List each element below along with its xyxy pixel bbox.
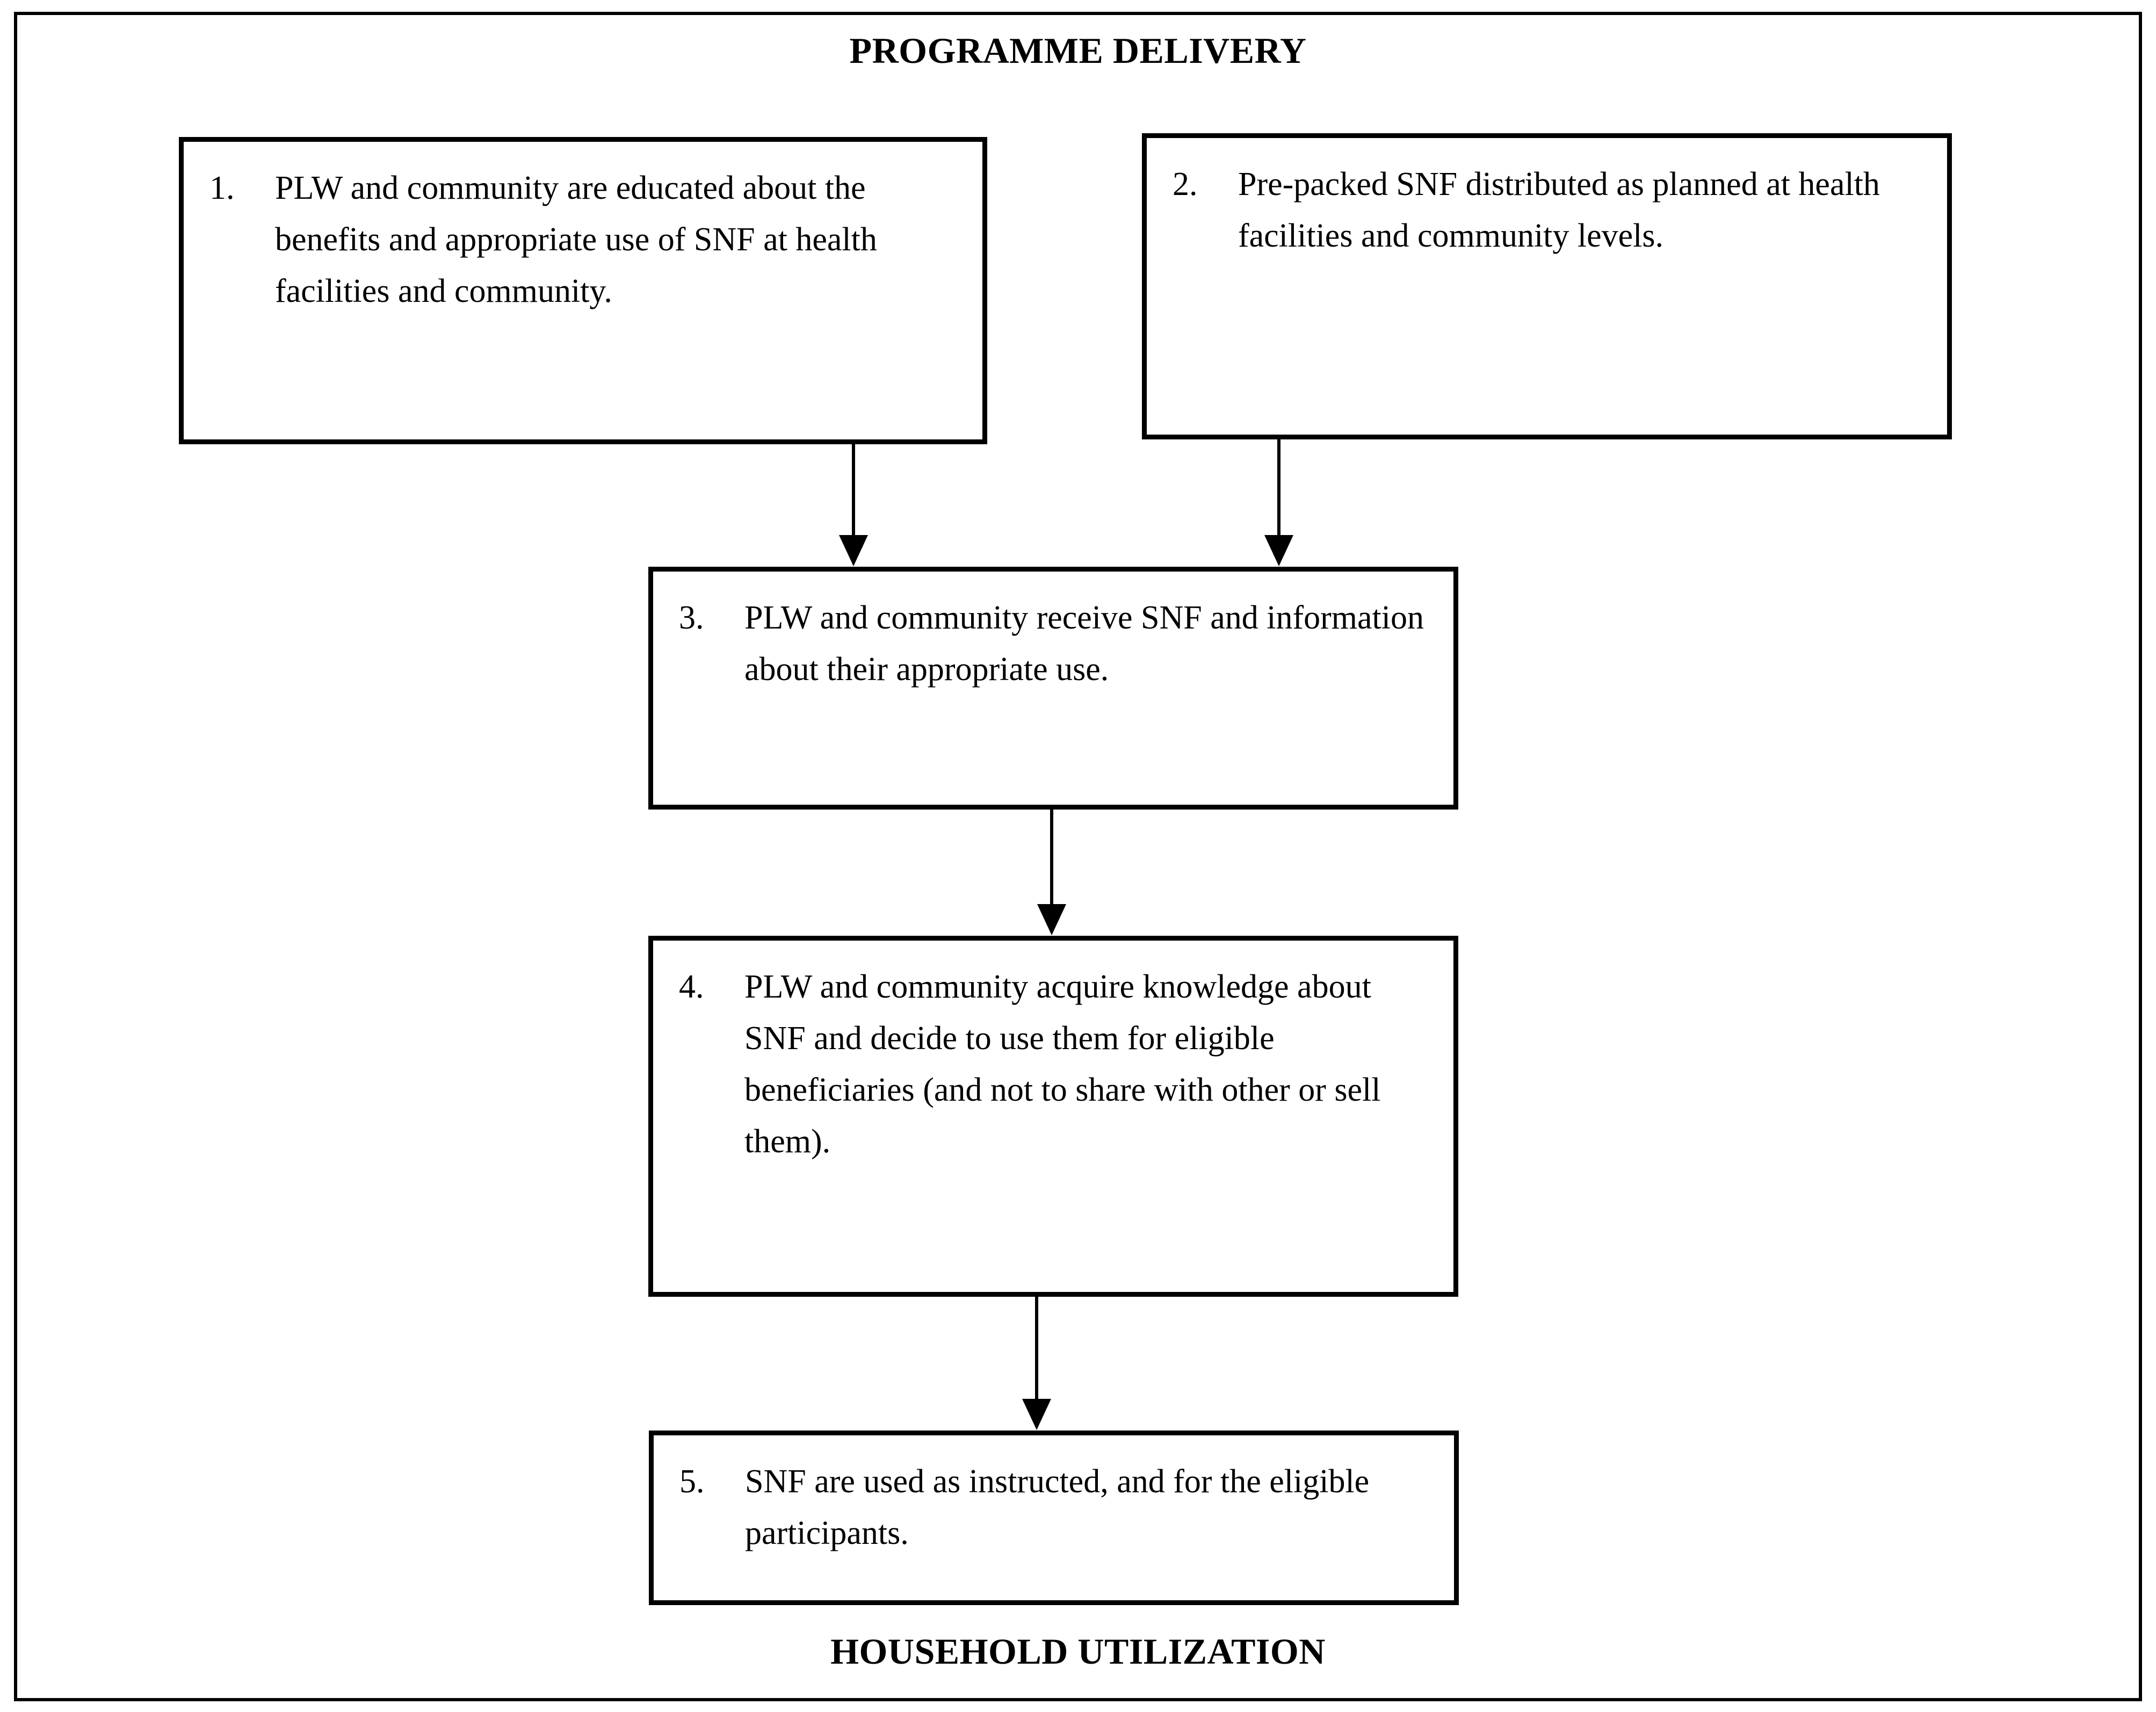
process-box-2: 2. Pre-packed SNF distributed as planned…: [1142, 133, 1952, 439]
process-box-2-number: 2.: [1173, 166, 1198, 203]
process-box-4: 4. PLW and community acquire knowledge a…: [648, 936, 1458, 1297]
process-box-2-content: 2. Pre-packed SNF distributed as planned…: [1173, 158, 1926, 262]
bottom-section-caption: HOUSEHOLD UTILIZATION: [830, 1631, 1326, 1672]
process-box-3: 3. PLW and community receive SNF and inf…: [648, 567, 1458, 810]
process-box-1-content: 1. PLW and community are educated about …: [209, 162, 961, 317]
arrow-box1-to-box3: [839, 442, 868, 566]
process-box-5-text: SNF are used as instructed, and for the …: [745, 1463, 1370, 1552]
arrow-head-down-icon: [1037, 904, 1066, 935]
process-box-3-number: 3.: [679, 599, 704, 636]
process-box-5: 5. SNF are used as instructed, and for t…: [649, 1431, 1459, 1605]
outer-frame: [14, 12, 2142, 1701]
arrow-head-down-icon: [839, 535, 868, 566]
process-box-3-text: PLW and community receive SNF and inform…: [744, 599, 1424, 688]
process-box-1-number: 1.: [209, 170, 235, 206]
process-box-5-number: 5.: [679, 1463, 705, 1500]
process-box-5-content: 5. SNF are used as instructed, and for t…: [679, 1456, 1432, 1559]
arrow-head-down-icon: [1022, 1399, 1051, 1430]
process-box-4-text: PLW and community acquire knowledge abou…: [744, 969, 1381, 1160]
process-box-1: 1. PLW and community are educated about …: [179, 137, 987, 444]
arrow-shaft-icon: [1035, 1295, 1038, 1399]
arrow-shaft-icon: [852, 442, 855, 535]
arrow-box3-to-box4: [1037, 808, 1066, 935]
process-box-2-text: Pre-packed SNF distributed as planned at…: [1238, 166, 1880, 255]
process-box-3-content: 3. PLW and community receive SNF and inf…: [679, 592, 1432, 695]
arrow-box4-to-box5: [1022, 1295, 1051, 1430]
process-box-4-number: 4.: [679, 969, 704, 1005]
arrow-shaft-icon: [1277, 438, 1280, 535]
process-box-4-content: 4. PLW and community acquire knowledge a…: [679, 961, 1432, 1167]
arrow-head-down-icon: [1264, 535, 1293, 566]
top-section-caption: PROGRAMME DELIVERY: [849, 30, 1307, 71]
process-box-1-text: PLW and community are educated about the…: [275, 170, 877, 310]
arrow-shaft-icon: [1050, 808, 1053, 904]
arrow-box2-to-box3: [1264, 438, 1293, 566]
